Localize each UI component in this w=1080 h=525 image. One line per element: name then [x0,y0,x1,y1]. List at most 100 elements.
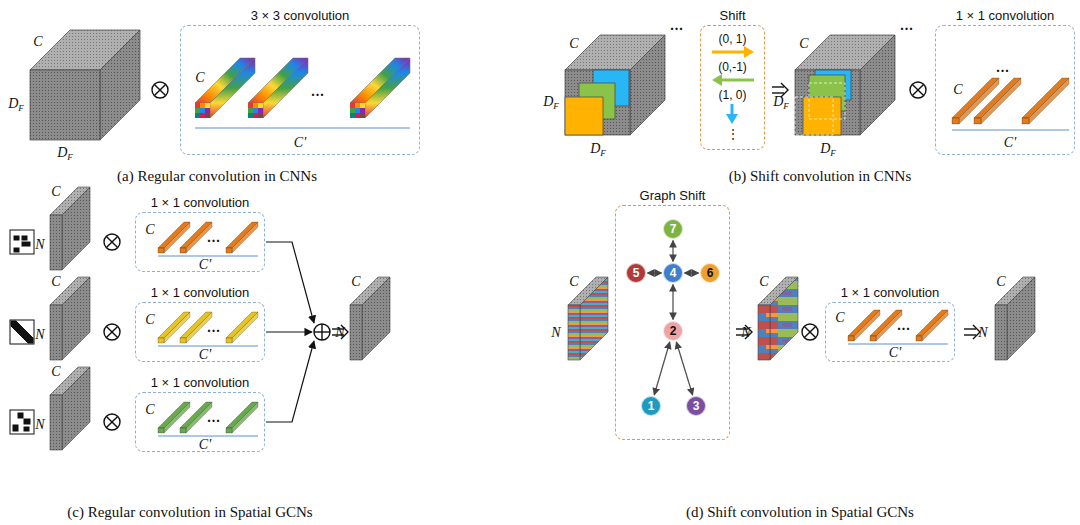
kernel-1x1 [158,402,258,433]
dimension-label: C [953,82,962,97]
box-heading: 1 × 1 convolution [841,285,940,303]
adjacency-icon [22,236,27,240]
graph-shift-edge [676,342,692,395]
dimension-label: DF [8,96,24,115]
shifted-cuboid [860,35,895,135]
box-heading: 1 × 1 convolution [151,375,250,393]
kernel-1x1 [226,402,258,433]
graph-joint-node: 4 [663,263,683,283]
feature-cuboid [30,70,100,140]
dimension-label: C [996,274,1005,289]
graph-joint-node: 7 [663,219,683,239]
sum-operator [314,324,330,340]
dimension-label: N [35,327,44,342]
graph-feature-slab [568,277,608,360]
sum-wire [266,341,314,422]
graph-shift-edge [672,285,673,320]
dimension-label: N [335,325,344,340]
shift-box: Shift(0, 1)(0,-1)(1, 0)⋮ [700,25,765,150]
ellipsis: ... [670,18,684,33]
shifted-cuboid [795,97,833,135]
channel-bracket [158,346,258,347]
dimension-label: C [51,364,60,379]
dimension-label: C' [199,347,211,362]
kernel-1x1 [158,222,258,433]
ellipsis: ... [207,410,221,425]
graph-shift-edge [654,342,670,395]
dimension-label: C [145,312,154,327]
kernel-1x1 [1022,78,1069,124]
ellipsis: ... [311,84,325,99]
dimension-label: C [145,222,154,237]
dimension-label: C' [1004,135,1016,150]
kernel-1x1 [226,312,258,343]
sum-operator [321,324,322,340]
conv-operator [152,82,168,98]
shift-arrows [726,114,738,124]
box-heading: 1 × 1 convolution [151,195,250,213]
kernel-3x3 [195,58,410,118]
graph-feature-slab [50,187,90,270]
dimension-label: C [51,274,60,289]
shifted-cuboid [795,35,895,135]
adjacency-icon [10,320,34,344]
kernel-1x1 [180,312,212,343]
dimension-label: C [351,274,360,289]
dimension-label: C [195,70,204,85]
graph-joint-node: 2 [663,321,683,341]
kernel-1x1 [180,222,212,253]
panel-caption: (b) Shift convolution in CNNs [729,168,912,185]
graph-shift-edge [672,241,673,262]
kernel-1x1 [974,78,1021,124]
conv-operator [104,324,120,340]
ellipsis: ... [897,318,911,333]
conv-operator [104,414,120,430]
kernel-3x3 [195,58,255,118]
adjacency-icon [10,410,34,434]
channel-bracket [158,256,258,436]
dimension-label: N [551,325,560,340]
ellipsis: ... [996,60,1010,75]
graph-feature-slab [50,277,90,360]
kernel-1x1 [180,402,212,433]
channel-bracket [158,256,258,257]
box-heading: 3 × 3 convolution [251,8,350,26]
ellipsis: ... [207,230,221,245]
kernel-1x1 [952,78,1069,124]
shift-arrows [712,46,754,124]
shift-offset: ⋮ [701,127,764,141]
shifted-feature-slab [758,277,798,360]
sum-wire [266,242,314,422]
kernel-3x3 [350,58,410,118]
shift-offset: (1, 0) [701,88,764,102]
joint-number: 2 [670,325,677,337]
shift-arrows [712,51,746,54]
channel-bracket [952,130,1069,131]
dimension-label: C' [199,437,211,452]
dimension-label: DF [773,94,789,113]
graph-joint-node: 3 [686,396,706,416]
dimension-label: C [569,36,578,51]
dimension-label: C [569,274,578,289]
graph-feature-slab [995,277,1035,360]
dimension-label: C [33,34,42,49]
graph-feature-slab [350,277,390,360]
dimension-label: C' [294,135,306,150]
shift-offset: (0,-1) [701,60,764,74]
dimension-label: N [978,325,987,340]
shift-arrows [744,46,754,58]
ellipsis: ... [207,320,221,335]
shifted-cuboid [795,70,860,135]
joint-number: 1 [648,400,655,412]
dimension-label: C [799,36,808,51]
sum-wire [266,331,312,332]
dimension-label: DF [543,94,559,113]
box-heading: Graph Shift [640,188,706,206]
dimension-label: DF [590,141,606,160]
dimension-label: C [835,310,844,325]
graph-feature-slab [50,187,90,450]
adjacency-icon [14,248,19,252]
